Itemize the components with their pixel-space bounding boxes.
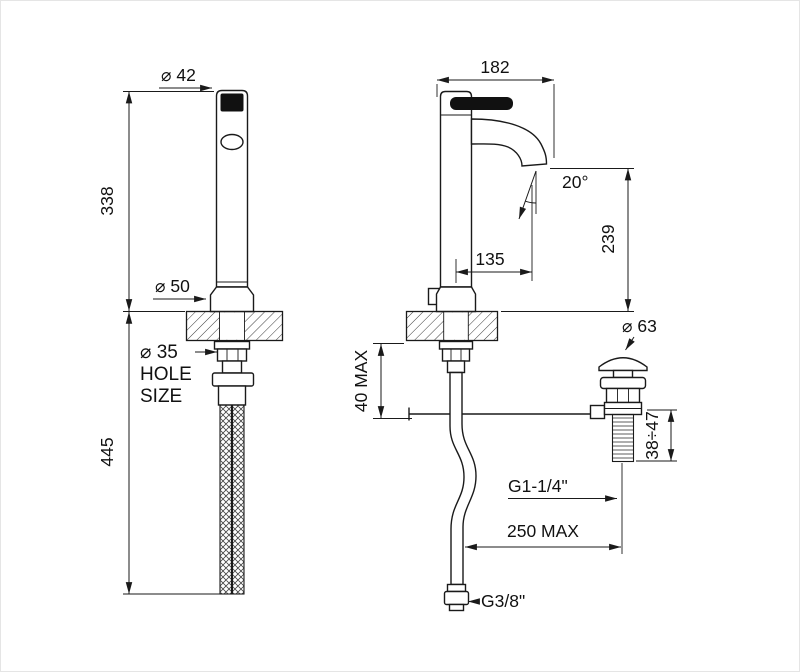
hose-connector [443, 583, 470, 612]
dim-label-drain-thread: G1-1/4" [508, 476, 568, 496]
handle-front [220, 133, 244, 151]
leader-drain-diameter [625, 336, 635, 351]
mounting-hardware-front [211, 340, 255, 406]
dim-label-spout-height: 239 [598, 224, 618, 253]
drain-pivot [589, 404, 606, 420]
faucet-base-side [435, 286, 477, 313]
dim-label-reach: 135 [475, 249, 504, 269]
supply-hose-side [443, 371, 477, 612]
faucet-base-front [209, 286, 255, 313]
dim-label-deck-max: 40 MAX [351, 350, 371, 413]
popup-rod [408, 407, 604, 421]
dim-label-inlet-thread: G3/8" [481, 591, 525, 611]
label-hole-word2: SIZE [140, 386, 182, 407]
drain-assembly [589, 357, 648, 463]
dimensions-front: ⌀ 42 338 445 ⌀ 50 ⌀ 35 HOLE SIZE [97, 65, 229, 595]
countertop-side [405, 310, 499, 342]
top-cap [220, 93, 244, 112]
front-view: ⌀ 42 338 445 ⌀ 50 ⌀ 35 HOLE SIZE [97, 65, 284, 595]
drain-flange [599, 376, 647, 390]
water-stream: 20° [518, 170, 588, 220]
drain-plug-cap [598, 357, 648, 372]
dim-label-drain-range: 38÷47 [642, 411, 662, 460]
dim-label-drain-diameter: ⌀ 63 [622, 316, 657, 336]
side-view: 20° [351, 57, 677, 612]
dim-label-top-diameter: ⌀ 42 [161, 65, 196, 85]
mounting-hardware-side [438, 340, 474, 374]
dim-label-hose-length: 445 [97, 437, 117, 466]
drain-tailpipe [611, 413, 635, 463]
dim-label-hole-diameter: ⌀ 35 [140, 342, 178, 363]
dimensions-side: 182 135 239 40 MAX ⌀ 63 38÷47 G1-1/4" [351, 57, 677, 611]
supply-hoses-front [219, 404, 245, 595]
dim-label-angle: 20° [562, 172, 588, 192]
faucet-body-front [209, 89, 255, 313]
dim-label-reach-max: 250 MAX [507, 521, 579, 541]
countertop-front [185, 310, 284, 342]
dim-label-base-diameter: ⌀ 50 [155, 276, 190, 296]
label-hole-word1: HOLE [140, 364, 192, 385]
spout-side [470, 118, 548, 167]
faucet-body-side [427, 90, 548, 313]
dim-label-body-height: 338 [97, 186, 117, 215]
handle-lever-side [450, 97, 513, 110]
dim-label-depth: 182 [480, 57, 509, 77]
